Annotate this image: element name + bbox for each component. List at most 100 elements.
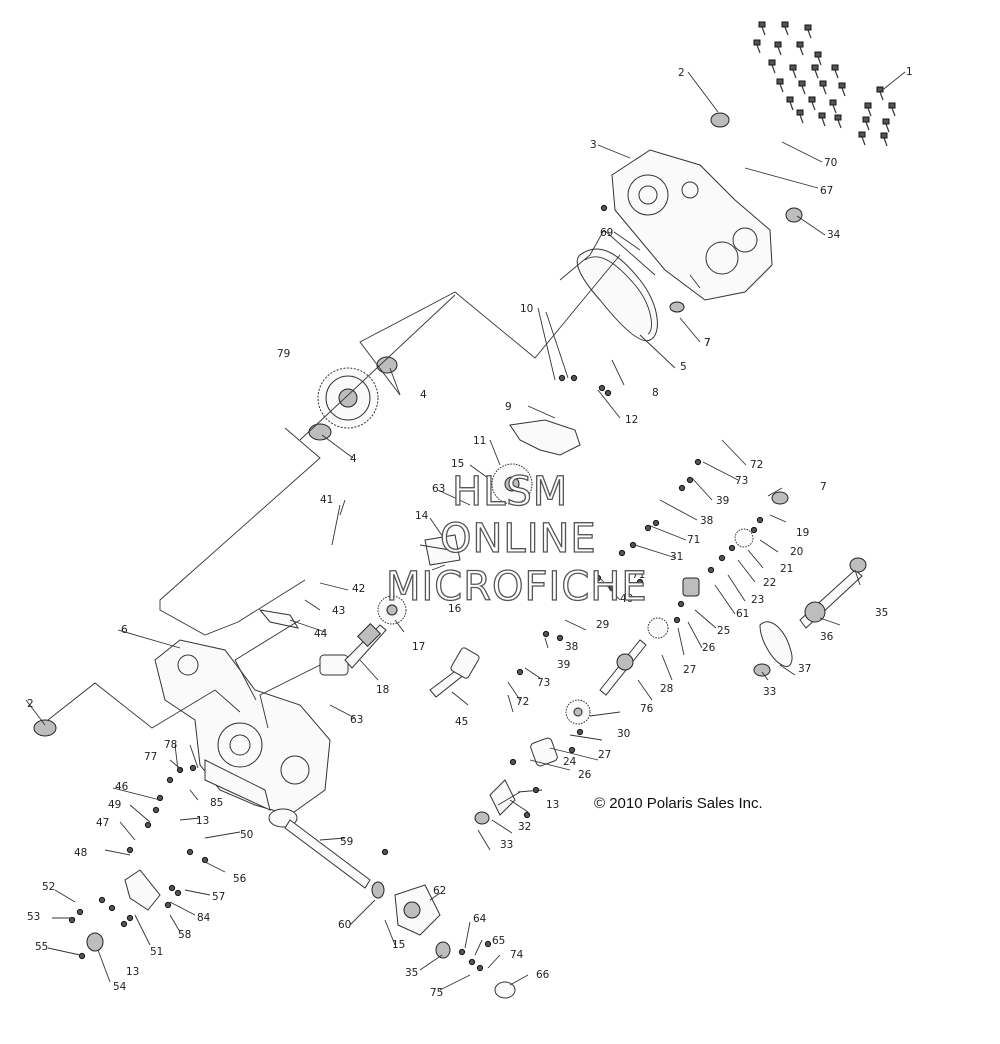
case-half-right[interactable] — [611, 149, 773, 301]
callout-27[interactable]: 27 — [598, 749, 611, 761]
callout-13[interactable]: 13 — [546, 799, 559, 811]
input-shaft[interactable] — [319, 622, 387, 676]
callout-19[interactable]: 19 — [796, 527, 809, 539]
callout-26[interactable]: 26 — [702, 642, 716, 654]
callout-35[interactable]: 35 — [875, 607, 888, 619]
seal-ring[interactable] — [33, 112, 867, 999]
callout-7[interactable]: 7 — [820, 481, 827, 493]
callout-13[interactable]: 13 — [196, 815, 209, 827]
belt[interactable] — [576, 248, 658, 342]
callout-39[interactable]: 39 — [716, 495, 729, 507]
callout-16[interactable]: 16 — [448, 603, 462, 615]
callout-3[interactable]: 3 — [590, 139, 597, 151]
callout-51[interactable]: 51 — [150, 946, 163, 958]
callout-52[interactable]: 52 — [42, 881, 55, 893]
callout-43[interactable]: 43 — [332, 605, 345, 617]
callout-15[interactable]: 15 — [392, 939, 405, 951]
callout-4[interactable]: 4 — [420, 389, 427, 401]
callout-38[interactable]: 38 — [565, 641, 578, 653]
gear-21[interactable] — [734, 528, 754, 548]
callout-48[interactable]: 48 — [74, 847, 87, 859]
callout-14[interactable]: 14 — [415, 510, 429, 522]
pump-24[interactable] — [530, 737, 559, 767]
callout-8[interactable]: 8 — [652, 387, 659, 399]
lever-44[interactable] — [258, 609, 300, 629]
callout-47[interactable]: 47 — [96, 817, 109, 829]
callout-76[interactable]: 76 — [640, 703, 654, 715]
callout-55[interactable]: 55 — [35, 941, 48, 953]
sprocket-25[interactable] — [682, 577, 700, 597]
callout-65[interactable]: 65 — [492, 935, 505, 947]
main-shaft[interactable] — [599, 639, 647, 696]
callout-44[interactable]: 44 — [314, 628, 328, 640]
large-gear[interactable] — [317, 367, 379, 429]
callout-62[interactable]: 62 — [433, 885, 446, 897]
callout-63[interactable]: 63 — [350, 714, 363, 726]
gear-28[interactable] — [647, 617, 669, 639]
callout-40[interactable]: 40 — [620, 593, 633, 605]
callout-85[interactable]: 85 — [210, 797, 223, 809]
callout-70[interactable]: 70 — [824, 157, 837, 169]
callout-71[interactable]: 71 — [687, 534, 700, 546]
callout-26[interactable]: 26 — [578, 769, 592, 781]
gear-36[interactable] — [799, 569, 863, 629]
callout-12[interactable]: 12 — [625, 414, 638, 426]
callout-37[interactable]: 37 — [798, 663, 811, 675]
callout-72[interactable]: 72 — [750, 459, 763, 471]
shift-shaft[interactable] — [429, 647, 480, 698]
callout-39[interactable]: 39 — [557, 659, 570, 671]
callout-72[interactable]: 72 — [516, 696, 529, 708]
callout-18[interactable]: 18 — [376, 684, 389, 696]
callout-45[interactable]: 45 — [455, 716, 468, 728]
callout-50[interactable]: 50 — [240, 829, 253, 841]
callout-6[interactable]: 6 — [121, 624, 128, 636]
callout-58[interactable]: 58 — [178, 929, 191, 941]
callout-9[interactable]: 9 — [505, 401, 512, 413]
callout-33[interactable]: 33 — [500, 839, 513, 851]
callout-21[interactable]: 21 — [780, 563, 793, 575]
callout-69[interactable]: 69 — [600, 227, 613, 239]
gear-housing[interactable] — [394, 884, 441, 936]
callout-25[interactable]: 25 — [717, 625, 730, 637]
callout-46[interactable]: 46 — [115, 781, 129, 793]
callout-35[interactable]: 35 — [405, 967, 418, 979]
callout-66[interactable]: 66 — [536, 969, 550, 981]
callout-57[interactable]: 57 — [212, 891, 225, 903]
callout-11[interactable]: 11 — [473, 435, 486, 447]
shift-fork[interactable] — [509, 419, 581, 456]
callout-53[interactable]: 53 — [27, 911, 40, 923]
callout-34[interactable]: 34 — [827, 229, 841, 241]
callout-42[interactable]: 42 — [352, 583, 365, 595]
callout-41[interactable]: 41 — [320, 494, 333, 506]
callout-78[interactable]: 78 — [164, 739, 177, 751]
plate-14[interactable] — [424, 534, 461, 566]
callout-36[interactable]: 36 — [820, 631, 834, 643]
output-shaft[interactable] — [268, 808, 371, 889]
callout-17[interactable]: 17 — [412, 641, 425, 653]
callout-63[interactable]: 63 — [432, 483, 445, 495]
callout-73[interactable]: 73 — [735, 475, 748, 487]
callout-10[interactable]: 10 — [520, 303, 533, 315]
callout-2[interactable]: 2 — [27, 698, 34, 710]
callout-59[interactable]: 59 — [340, 836, 353, 848]
callout-13[interactable]: 13 — [126, 966, 139, 978]
callout-64[interactable]: 64 — [473, 913, 487, 925]
callout-4[interactable]: 4 — [350, 453, 357, 465]
callout-84[interactable]: 84 — [197, 912, 211, 924]
callout-30[interactable]: 30 — [617, 728, 630, 740]
case-half-left[interactable] — [154, 639, 331, 816]
callout-79[interactable]: 79 — [277, 348, 290, 360]
housing-51[interactable] — [124, 869, 161, 911]
callout-7[interactable]: 7 — [704, 337, 711, 349]
callout-27[interactable]: 27 — [683, 664, 696, 676]
callout-49[interactable]: 49 — [108, 799, 121, 811]
callout-74[interactable]: 74 — [510, 949, 524, 961]
callout-22[interactable]: 22 — [763, 577, 776, 589]
callout-33[interactable]: 33 — [763, 686, 776, 698]
callout-31[interactable]: 31 — [670, 551, 683, 563]
callout-71[interactable]: 71 — [632, 569, 645, 581]
callout-15[interactable]: 15 — [451, 458, 464, 470]
callout-28[interactable]: 28 — [660, 683, 673, 695]
small-belt[interactable] — [759, 621, 793, 667]
cover-32[interactable] — [489, 779, 516, 816]
